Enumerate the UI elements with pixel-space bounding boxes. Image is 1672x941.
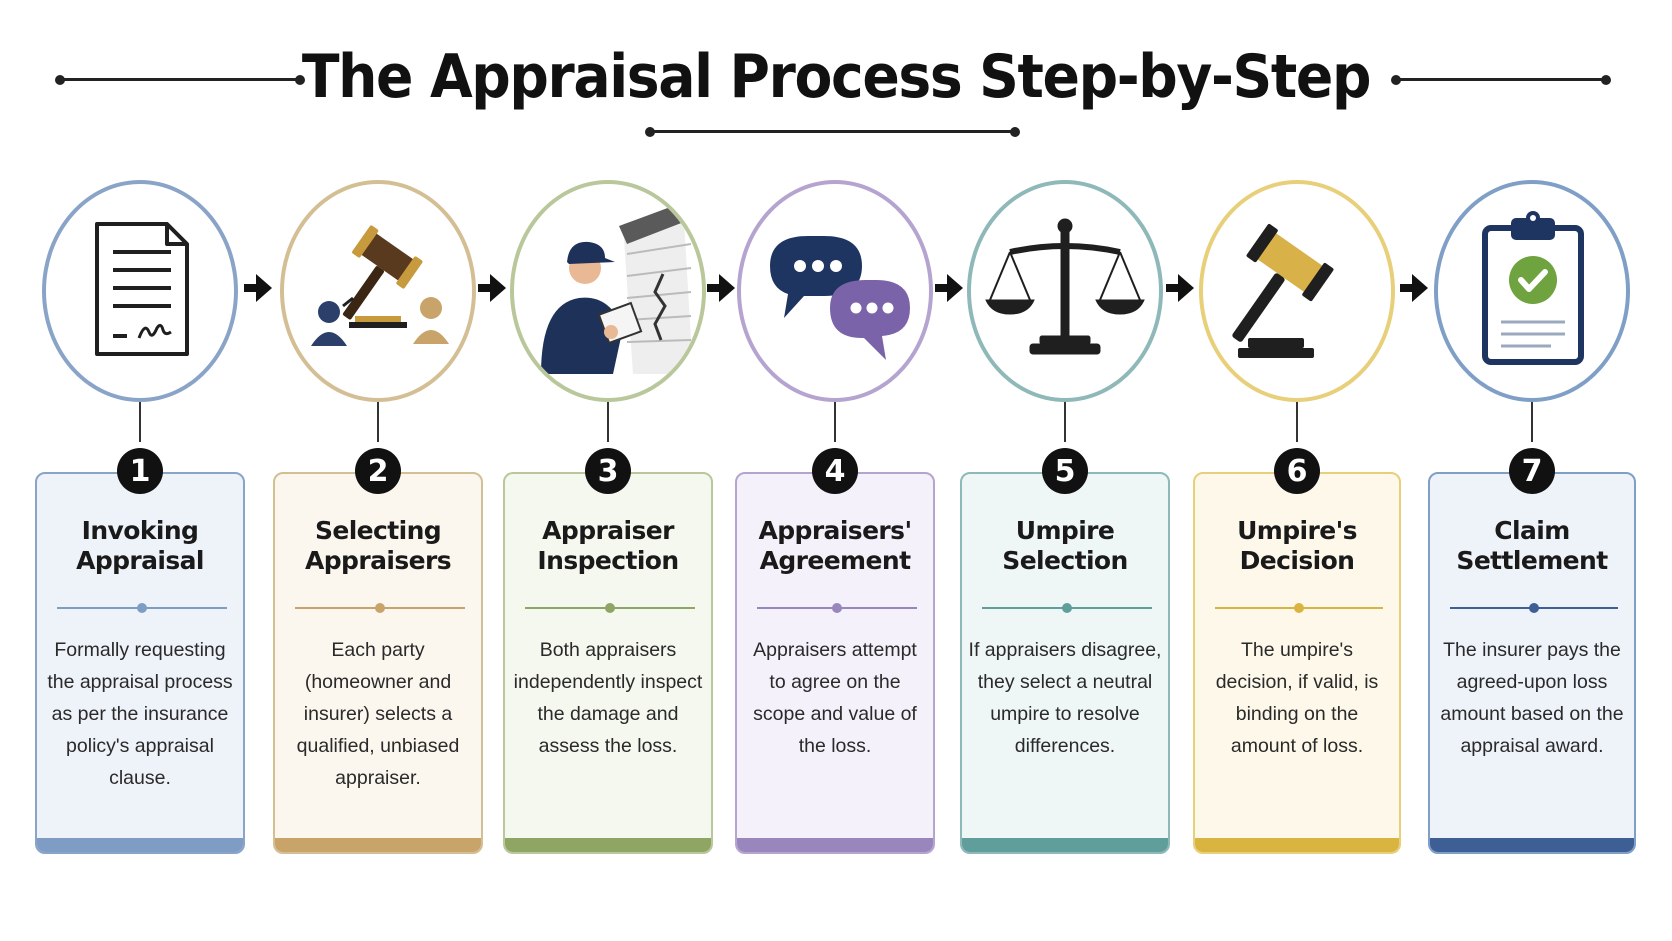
step-4-icon-circle — [737, 180, 933, 402]
step-6-icon-circle — [1199, 180, 1395, 402]
step-description: The insurer pays the agreed-upon loss am… — [1440, 639, 1624, 757]
step-number-badge: 2 — [355, 448, 401, 494]
step-title-line1: Appraiser — [542, 516, 674, 545]
connector-line — [607, 402, 609, 442]
page-title: The Appraisal Process Step-by-Step — [301, 42, 1372, 112]
step-title: Appraisers'Agreement — [737, 516, 933, 576]
card-divider — [757, 603, 917, 613]
inspector-clipboard-icon — [523, 203, 693, 379]
card-divider — [1450, 603, 1618, 613]
step-number-badge: 5 — [1042, 448, 1088, 494]
arrow-right-icon — [244, 270, 274, 306]
step-title-line1: Invoking — [81, 516, 199, 545]
title-rule-left — [55, 74, 305, 85]
arrow-right-icon — [478, 270, 508, 306]
connector-line — [834, 402, 836, 442]
clipboard-check-icon — [1447, 204, 1617, 379]
step-number-badge: 4 — [812, 448, 858, 494]
step-description: Both appraisers independently inspect th… — [513, 639, 703, 757]
step-title-line1: Appraisers' — [758, 516, 912, 545]
step-title-line2: Agreement — [759, 546, 911, 575]
step-title-line2: Settlement — [1456, 546, 1608, 575]
card-accent-bar — [505, 838, 711, 852]
title-area: The Appraisal Process Step-by-Step — [0, 30, 1672, 140]
arrow-right-icon — [935, 270, 965, 306]
step-description: The umpire's decision, if valid, is bind… — [1215, 639, 1379, 757]
card-accent-bar — [1430, 838, 1634, 852]
step-number-badge: 6 — [1274, 448, 1320, 494]
card-divider — [982, 603, 1152, 613]
title-rule-right — [1391, 74, 1611, 85]
card-accent-bar — [275, 838, 481, 852]
connector-line — [377, 402, 379, 442]
step-number-badge: 1 — [117, 448, 163, 494]
step-7-icon-circle — [1434, 180, 1630, 402]
step-title-line2: Appraisal — [76, 546, 204, 575]
arrow-right-icon — [706, 270, 737, 306]
step-description: If appraisers disagree, they select a ne… — [968, 639, 1162, 757]
arrow-right-icon — [1399, 270, 1430, 306]
connector-line — [1064, 402, 1066, 442]
step-5-icon-circle — [967, 180, 1163, 402]
step-description: Each party (homeowner and insurer) selec… — [296, 639, 460, 789]
card-divider — [295, 603, 465, 613]
step-description: Formally requesting the appraisal proces… — [47, 639, 233, 789]
step-description: Appraisers attempt to agree on the scope… — [753, 639, 917, 757]
card-accent-bar — [1195, 838, 1399, 852]
card-accent-bar — [37, 838, 243, 852]
card-accent-bar — [962, 838, 1168, 852]
document-signature-icon — [55, 204, 225, 379]
step-title-line2: Selection — [1002, 546, 1128, 575]
step-1-icon-circle — [42, 180, 238, 402]
arrow-right-icon — [1166, 270, 1196, 306]
card-divider — [525, 603, 695, 613]
gold-gavel-icon — [1212, 204, 1382, 379]
step-title-line1: Umpire's — [1237, 516, 1357, 545]
card-accent-bar — [737, 838, 933, 852]
step-title-line1: Umpire — [1015, 516, 1115, 545]
step-number-badge: 3 — [585, 448, 631, 494]
step-title-line2: Decision — [1239, 546, 1355, 575]
card-divider — [1215, 603, 1383, 613]
scales-icon — [980, 204, 1150, 379]
connector-line — [1531, 402, 1533, 442]
connector-line — [1296, 402, 1298, 442]
step-title-line2: Inspection — [537, 546, 679, 575]
gavel-people-icon — [293, 204, 463, 379]
step-number-badge: 7 — [1509, 448, 1555, 494]
step-title-line2: Appraisers — [305, 546, 452, 575]
step-title-line1: Claim — [1494, 516, 1570, 545]
step-title-line1: Selecting — [314, 516, 442, 545]
step-2-icon-circle — [280, 180, 476, 402]
card-divider — [57, 603, 227, 613]
step-3-icon-circle — [510, 180, 706, 402]
chat-bubbles-icon — [750, 204, 920, 379]
title-underline — [645, 126, 1020, 137]
connector-line — [139, 402, 141, 442]
